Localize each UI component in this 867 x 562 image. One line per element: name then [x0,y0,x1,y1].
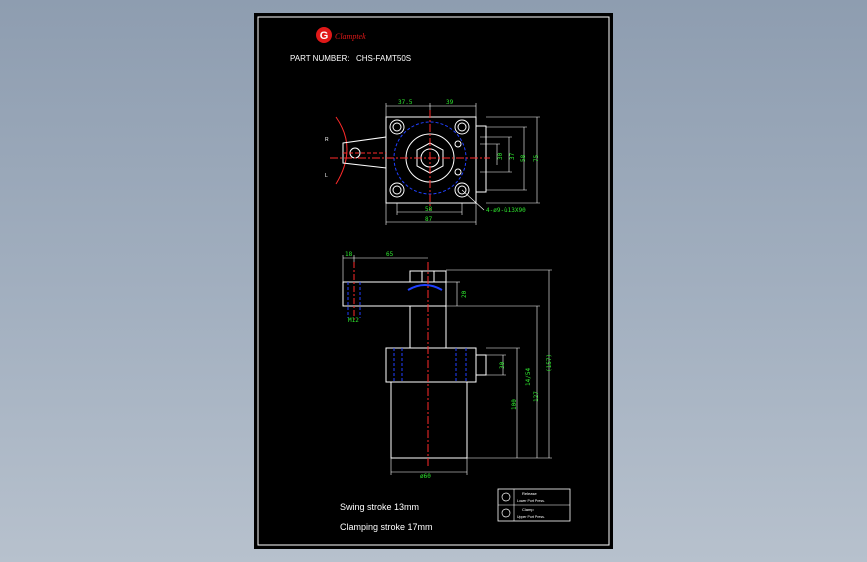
arm-hidden-edge [407,284,443,291]
clamp-arm-side [342,281,447,307]
mount-hole-tl [389,119,405,135]
port-hole-lower [454,168,462,176]
brand-name: Clamptek [335,32,366,41]
logo-letter: G [320,30,329,42]
swing-left-label: L [325,173,328,179]
dim-127: 127 [533,391,540,402]
mount-hole-tr [454,119,470,135]
side-view [342,255,552,475]
dim-20: 20 [461,290,468,298]
legend-clamp-text: Upper Port Press. [517,515,545,519]
dim-37: 37 [509,152,516,160]
flange-side [385,347,477,383]
dim-30: 30 [497,152,504,160]
release-port-icon [501,492,511,502]
dim-58-right: 58 [520,154,527,162]
mount-hole-br [454,182,470,198]
swing-right-label: R [325,137,329,143]
top-view-dimensions: 37.5 39 30 37 58 75 58 87 4-ø9-ù13X90 R … [325,99,540,223]
dim-100: 100 [511,399,518,410]
clamping-stroke-note: Clamping stroke 17mm [340,522,433,532]
logo-mark-icon [316,27,332,43]
legend-release-title: Release [522,491,537,496]
part-number-value: CHS-FAMT50S [356,54,411,63]
swing-stroke-note: Swing stroke 13mm [340,502,419,512]
swing-arc [335,116,348,185]
dim-65: 65 [386,251,394,258]
dim-39: 39 [446,99,454,106]
dim-mount-holes: 4-ø9-ù13X90 [486,207,526,214]
port-block [475,125,487,193]
sheet-border [257,16,610,546]
dim-157: (157) [546,354,553,372]
dim-stroke: 14/54 [525,368,532,386]
dim-30-side: 30 [499,361,506,369]
dim-18: 18 [345,251,353,258]
dim-75: 75 [533,154,540,162]
dim-dia60: ø60 [420,473,431,480]
port-hole-upper [454,140,462,148]
legend-clamp-title: Clamp [522,507,534,512]
piston-rod [409,305,447,349]
brand-logo: G Clamptek [316,27,366,43]
clamp-port-icon [501,508,511,518]
port-legend: Release Lower Port Press. Clamp Upper Po… [497,488,571,522]
dim-m12: M12 [348,317,359,324]
port-fitting [475,354,487,376]
dim-37-5: 37.5 [398,99,413,106]
mount-hole-bl [389,182,405,198]
top-view [330,103,540,225]
cylinder-body [390,381,468,459]
dim-87: 87 [425,216,433,223]
part-number-label: PART NUMBER: [290,54,350,63]
legend-release-text: Lower Port Press. [517,499,545,503]
side-view-dimensions: 18 65 20 M12 30 100 127 14/54 (157) ø60 [345,251,553,480]
dim-58-bottom: 58 [425,206,433,213]
